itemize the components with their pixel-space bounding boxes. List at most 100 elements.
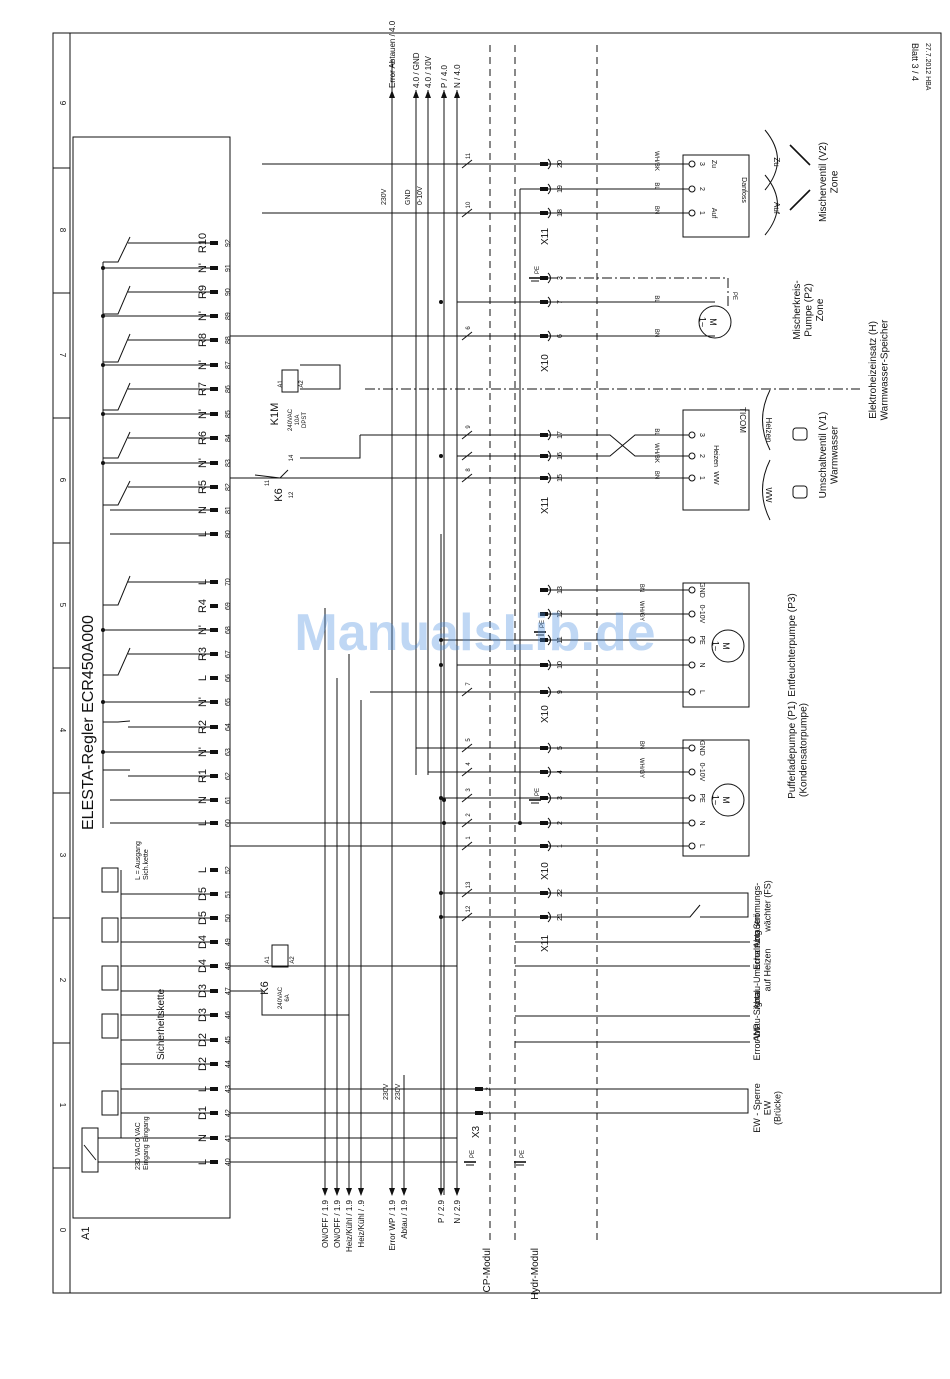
strip-terminal <box>540 612 548 616</box>
terminal-label-44: D2 <box>197 1057 209 1071</box>
device-pin-label: 3 <box>698 162 705 166</box>
k1m-name: K1M <box>269 403 281 426</box>
terminal-label-70: L <box>197 579 209 585</box>
wire-color: BN <box>653 471 659 479</box>
device-label-h: Elektroheizeinsatz (H)Warmwasser-Speiche… <box>868 319 891 420</box>
k1m-a1: A1 <box>278 380 284 388</box>
terminal-90 <box>210 290 218 294</box>
device-pin-label: GND <box>698 582 705 598</box>
label-line: PE <box>535 788 541 796</box>
label-line: X10 <box>540 705 551 723</box>
label-line: GND <box>405 189 412 205</box>
label-line: 43 <box>225 1085 232 1093</box>
label-line: A1 <box>80 1227 92 1240</box>
strip-terminal <box>540 211 548 215</box>
bus-arrow <box>389 90 395 98</box>
terminal-63 <box>210 750 218 754</box>
label-line: R6 <box>197 431 209 445</box>
label-line: 91 <box>225 264 232 272</box>
label-line: Strömungs- <box>752 883 762 930</box>
label-line: 70 <box>225 578 232 586</box>
label-line: 48 <box>225 962 232 970</box>
terminal-number-48: 48 <box>225 962 232 970</box>
label-line: 5 <box>557 746 564 750</box>
label-line: 86 <box>225 385 232 393</box>
label-line: PE <box>698 793 705 803</box>
wire-tick <box>461 430 473 440</box>
label-line: 88 <box>225 336 232 344</box>
label-line: 63 <box>225 748 232 756</box>
thermostat <box>101 867 119 893</box>
terminal-67 <box>210 652 218 656</box>
strip-terminal <box>540 334 548 338</box>
terminal-label-80: L <box>197 531 209 537</box>
label-line: 4.0 / GND <box>412 52 421 88</box>
label-line: 61 <box>225 796 232 804</box>
label-line: Eingang <box>143 1144 150 1170</box>
k1m-spec: 240VAC10ADPST <box>288 408 308 431</box>
hydr-module-label: Hydr-Modul <box>530 1248 541 1300</box>
label-line: 4 <box>466 762 472 766</box>
label-line: 1 <box>486 1111 492 1115</box>
relay-contact <box>103 333 131 363</box>
label-line: D2 <box>197 1057 209 1071</box>
label-line: WW <box>712 471 719 485</box>
terminal-52 <box>210 868 218 872</box>
device-pin <box>688 185 696 193</box>
terminal-label-60: L <box>197 820 209 826</box>
strip-terminal <box>540 162 548 166</box>
label-line: 85 <box>225 410 232 418</box>
label-line: TICOM <box>738 407 747 433</box>
label-line: Danfoss <box>740 177 747 203</box>
label-line: 14 <box>289 454 295 461</box>
x3-label: X3 <box>471 1125 482 1138</box>
terminal-number-52: 52 <box>225 866 232 874</box>
terminal-number-49: 49 <box>225 938 232 946</box>
label-line: M <box>708 318 718 326</box>
label-line: 3 <box>698 433 705 437</box>
pe-wire <box>548 277 729 306</box>
label-line: Heiz/Kühl / 1.9 <box>345 1199 354 1252</box>
motor-text: M1~ <box>711 641 731 651</box>
radiator-symbol <box>792 427 808 441</box>
strip-terminal-number: 3 <box>557 276 564 280</box>
terminal-label-43: L <box>197 1086 209 1092</box>
device-pin <box>688 586 696 594</box>
terminal-number-92: 92 <box>225 239 232 247</box>
terminal-label-68: N' <box>197 625 209 635</box>
strip-terminal-number: 7 <box>557 300 564 304</box>
controller-id: A1 <box>80 1227 92 1240</box>
strip-terminal <box>540 915 548 919</box>
device-pin <box>688 452 696 460</box>
label-line: 1 <box>466 836 472 840</box>
label-line: 12 <box>289 491 295 498</box>
relay-contact <box>103 720 131 723</box>
terminal-84 <box>210 436 218 440</box>
label-line: D5 <box>197 887 209 901</box>
page-number: Blatt 3 / 4 <box>910 43 920 81</box>
device-label-p2: Mischerkreis-Pumpe (P2)Zone <box>792 280 826 339</box>
cp-module-label: CP-Modul <box>482 1248 493 1292</box>
label-line: 4.0 / 10V <box>424 55 433 88</box>
terminal-label-64: R2 <box>197 720 209 734</box>
device-pin <box>688 636 696 644</box>
label-line: Pumpe (P2) <box>804 283 815 336</box>
label-line: L <box>197 579 209 585</box>
label-line: 230V <box>381 188 388 205</box>
x3-terminal <box>475 1111 483 1115</box>
strip-terminal-number: 4 <box>557 770 564 774</box>
terminal-label-41: N <box>197 1134 209 1142</box>
label-line: PE <box>698 635 705 645</box>
bus-label: P / 2.9 <box>437 1199 446 1223</box>
label-line: BN <box>653 471 659 479</box>
label-line: 67 <box>225 650 232 658</box>
safety-chain-label: Sicherheitskette <box>156 988 167 1060</box>
wire-color: BL <box>653 182 659 190</box>
column-number: 3 <box>58 853 67 858</box>
wiring <box>230 45 860 1240</box>
label-line: D3 <box>197 984 209 998</box>
device-pin <box>688 819 696 827</box>
junction-dot <box>518 821 522 825</box>
strip-terminal-number: 2 <box>557 821 564 825</box>
